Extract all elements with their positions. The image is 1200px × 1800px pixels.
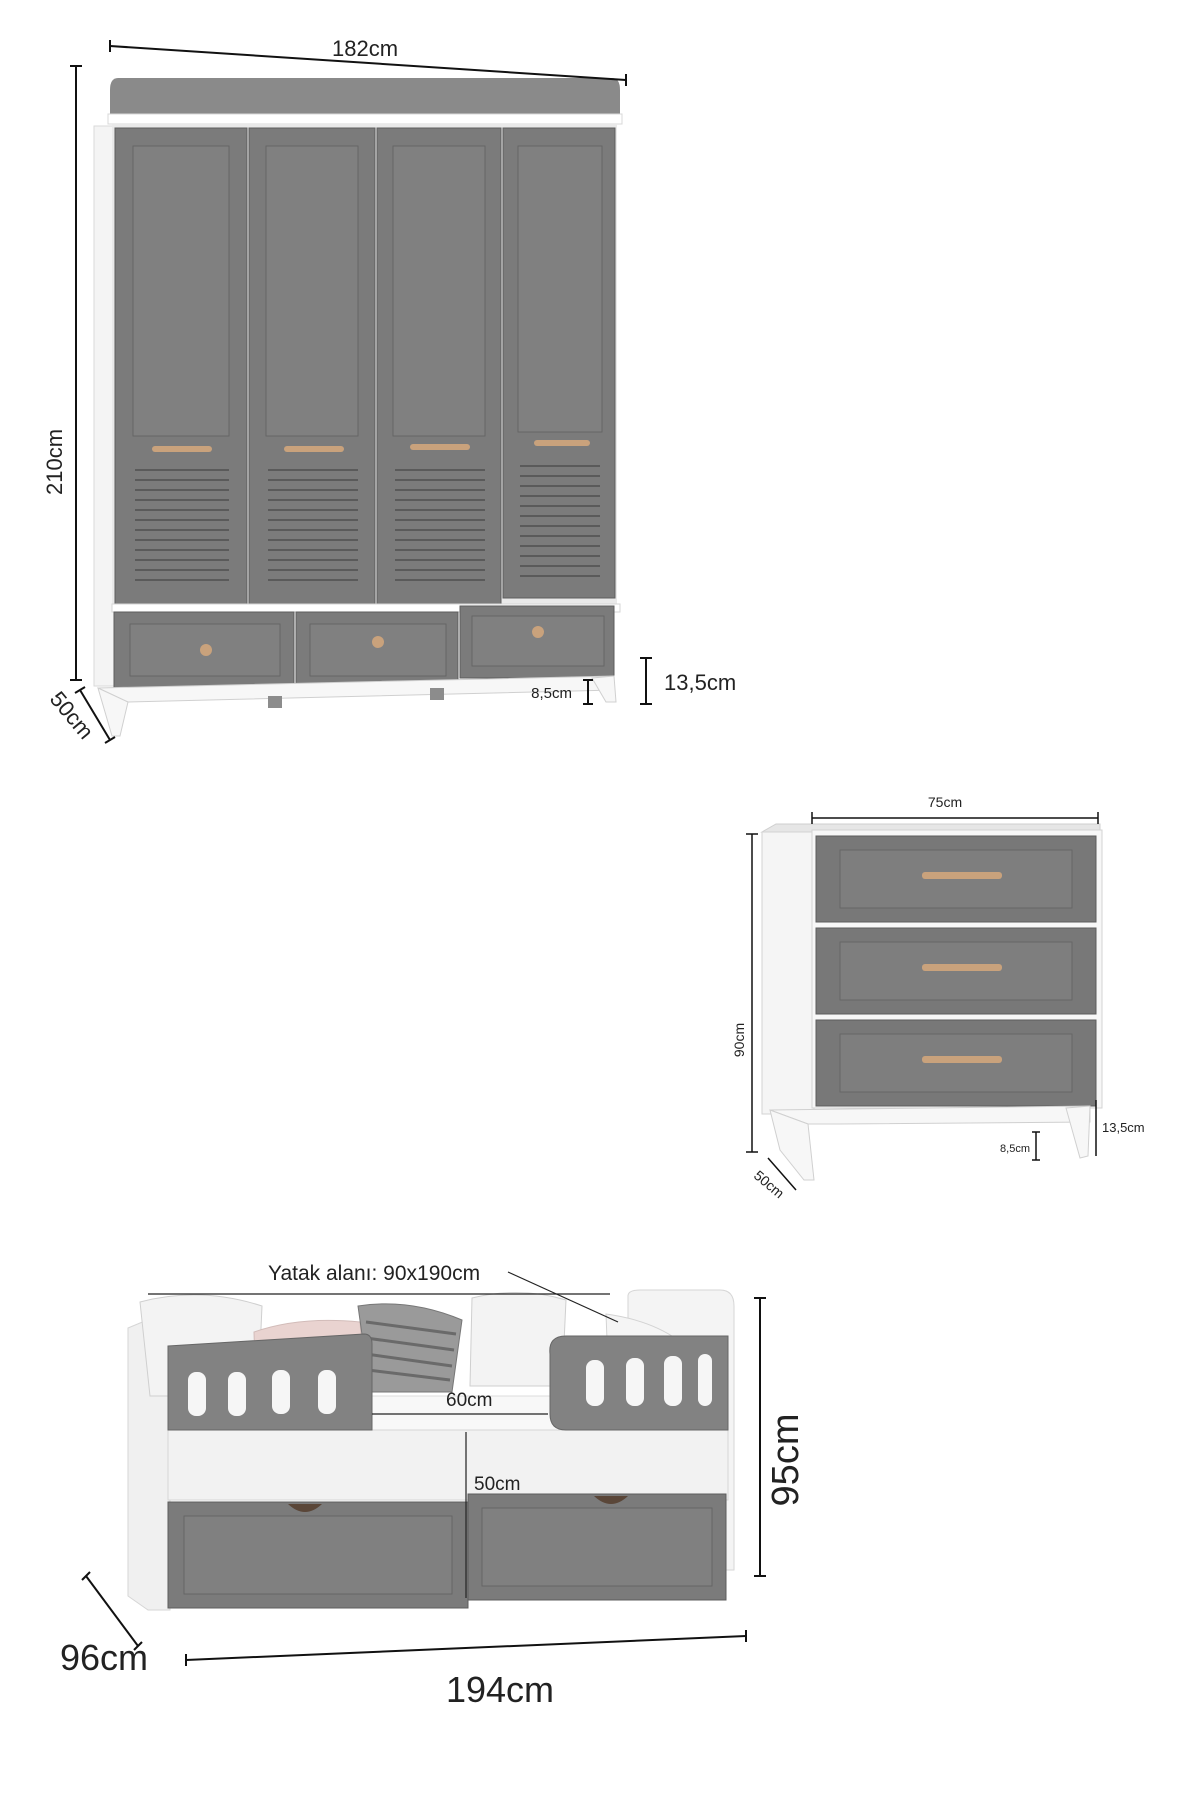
dresser-width-dimension <box>811 812 1099 824</box>
wardrobe-plinth-label: 13,5cm <box>664 670 736 695</box>
wardrobe-depth-dimension <box>74 686 116 744</box>
dresser-drawer <box>815 1019 1097 1107</box>
bed-depth-label: 96cm <box>60 1637 148 1678</box>
wardrobe-height-dimension <box>70 65 82 681</box>
wardrobe-width-label: 182cm <box>332 36 398 61</box>
wardrobe-leg-label: 8,5cm <box>531 685 572 702</box>
dresser-plinth-label: 13,5cm <box>1102 1120 1145 1135</box>
wardrobe-drawer <box>113 611 295 689</box>
bed-depth-dimension <box>81 1571 143 1651</box>
wardrobe-depth-label: 50cm <box>45 687 99 744</box>
bed-area-label: Yatak alanı: 90x190cm <box>268 1262 480 1285</box>
bed-illustration <box>127 1289 735 1611</box>
bed-width-dimension <box>185 1630 747 1666</box>
dresser-drawer <box>815 927 1097 1015</box>
bed-opening-label: 60cm <box>446 1390 492 1411</box>
wardrobe-leg-dimension <box>583 679 593 705</box>
bed-drawer <box>167 1501 469 1609</box>
wardrobe-plinth-dimension <box>640 657 652 705</box>
dresser-leg-dimension <box>1032 1131 1040 1161</box>
dresser-depth-label: 50cm <box>751 1167 788 1201</box>
bed-panel-label: 50cm <box>474 1474 520 1495</box>
bed-height-label: 95cm <box>765 1414 807 1507</box>
wardrobe-illustration <box>93 78 623 737</box>
bed-drawer <box>467 1493 727 1601</box>
bed-area-leader <box>148 1271 619 1323</box>
wardrobe-door <box>502 127 616 599</box>
dresser-width-label: 75cm <box>928 794 962 810</box>
wardrobe-width-dimension <box>109 40 627 86</box>
dresser-depth-dimension <box>767 1157 797 1191</box>
wardrobe-door <box>248 127 376 607</box>
bed-width-label: 194cm <box>446 1669 554 1710</box>
wardrobe-door <box>114 127 248 607</box>
wardrobe-drawer <box>295 611 459 689</box>
wardrobe-door <box>376 127 502 607</box>
dresser-height-label: 90cm <box>731 1023 747 1057</box>
dresser-leg-label: 8,5cm <box>1000 1143 1030 1155</box>
dresser-illustration <box>760 823 1103 1181</box>
dresser-drawer <box>815 835 1097 923</box>
wardrobe-drawer <box>459 605 615 679</box>
bed-height-dimension <box>754 1297 766 1577</box>
wardrobe-height-label: 210cm <box>42 429 67 495</box>
dresser-height-dimension <box>746 833 758 1153</box>
